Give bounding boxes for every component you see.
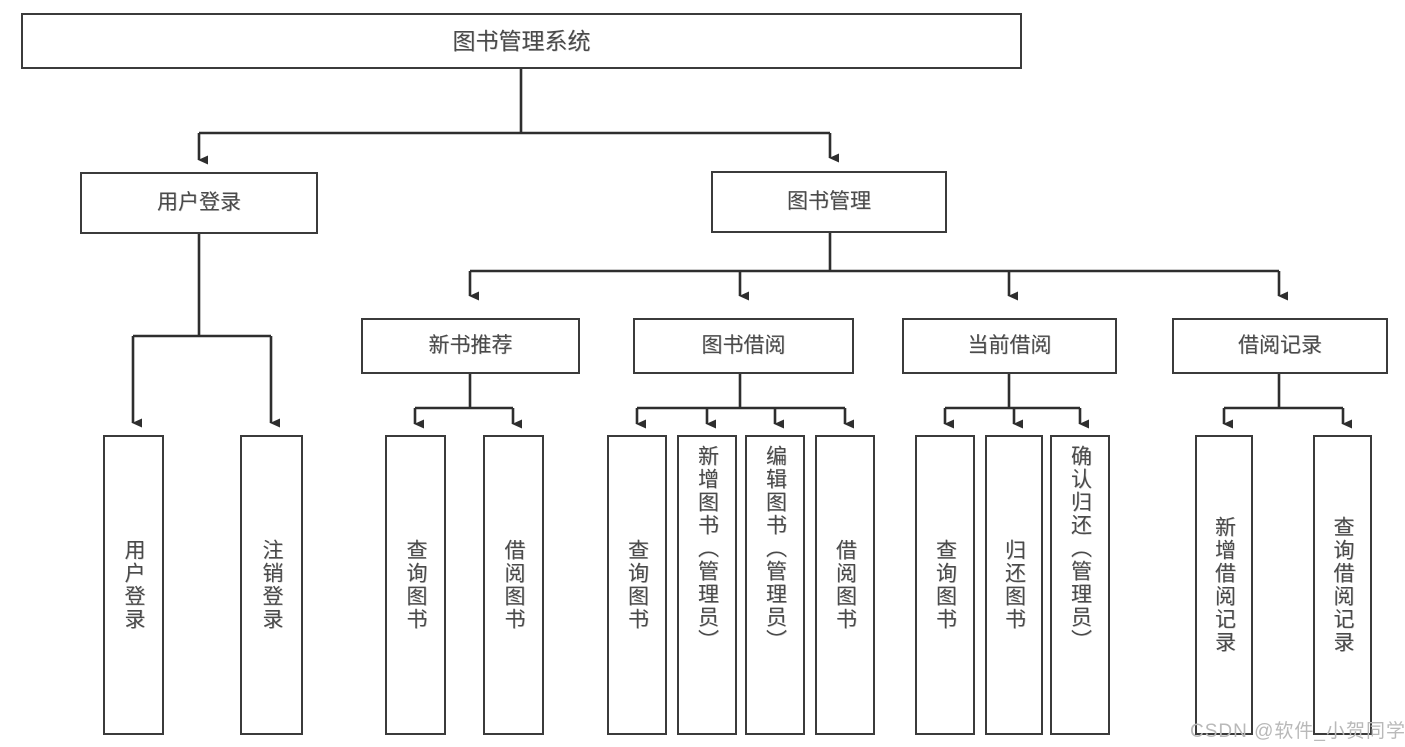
node-label: 用户登录 (122, 539, 145, 631)
node-book-management[interactable]: 图书管理 (711, 171, 947, 233)
node-label: 新增借阅记录 (1212, 516, 1236, 654)
node-label: 图书借阅 (701, 334, 786, 358)
csdn-watermark: CSDN @软件_小贺同学 (1190, 721, 1405, 742)
leaf-query-book-borrow[interactable]: 查询图书 (607, 435, 667, 735)
leaf-query-book-recommend[interactable]: 查询图书 (385, 435, 446, 735)
leaf-add-borrow-record[interactable]: 新增借阅记录 (1195, 435, 1253, 735)
leaf-user-login[interactable]: 用户登录 (103, 435, 164, 735)
node-label: 新书推荐 (428, 334, 513, 358)
node-root-system[interactable]: 图书管理系统 (21, 13, 1022, 69)
node-label: 图书管理 (787, 190, 871, 214)
node-label: 编辑图书（管理员） (763, 445, 787, 652)
node-user-login[interactable]: 用户登录 (80, 172, 318, 234)
leaf-borrow-book-recommend[interactable]: 借阅图书 (483, 435, 544, 735)
leaf-borrow-book[interactable]: 借阅图书 (815, 435, 875, 735)
node-label: 借阅图书 (502, 539, 525, 631)
node-borrow-records[interactable]: 借阅记录 (1172, 318, 1388, 374)
node-label: 归还图书 (1002, 539, 1026, 631)
leaf-edit-book-admin[interactable]: 编辑图书（管理员） (745, 435, 805, 735)
leaf-query-borrow-record[interactable]: 查询借阅记录 (1313, 435, 1372, 735)
node-current-borrow[interactable]: 当前借阅 (902, 318, 1117, 374)
leaf-confirm-return-admin[interactable]: 确认归还（管理员） (1050, 435, 1110, 735)
node-label: 借阅记录 (1238, 334, 1322, 358)
node-label: 查询借阅记录 (1331, 516, 1354, 654)
node-book-borrow[interactable]: 图书借阅 (633, 318, 854, 374)
node-label: 确认归还（管理员） (1068, 445, 1092, 652)
node-label: 图书管理系统 (452, 27, 591, 54)
leaf-query-book-current[interactable]: 查询图书 (915, 435, 975, 735)
leaf-logout[interactable]: 注销登录 (240, 435, 303, 735)
node-new-book-recommend[interactable]: 新书推荐 (361, 318, 580, 374)
node-label: 查询图书 (625, 539, 649, 631)
node-label: 注销登录 (260, 539, 283, 631)
leaf-return-book[interactable]: 归还图书 (985, 435, 1043, 735)
node-label: 查询图书 (933, 539, 957, 631)
leaf-add-book-admin[interactable]: 新增图书（管理员） (677, 435, 737, 735)
node-label: 用户登录 (157, 191, 241, 215)
node-label: 借阅图书 (833, 539, 857, 631)
node-label: 查询图书 (404, 539, 427, 631)
node-label: 当前借阅 (967, 334, 1052, 358)
node-label: 新增图书（管理员） (695, 445, 719, 652)
